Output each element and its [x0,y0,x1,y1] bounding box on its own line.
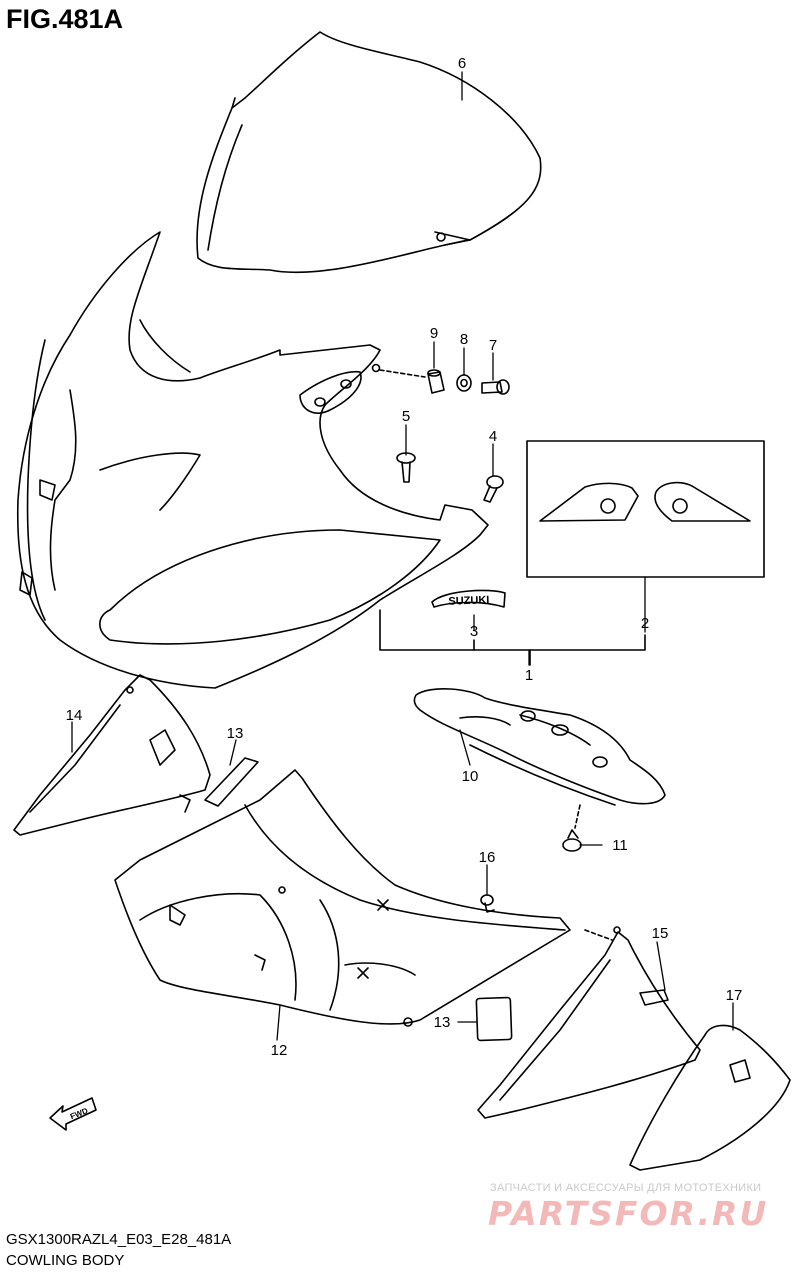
suzuki-emblem-text: SUZUKI [448,594,489,607]
callout-5: 5 [402,408,410,425]
grommet-part-9 [427,369,445,394]
callout-4: 4 [489,428,497,445]
emblem-kit-part-2 [526,440,765,578]
screw-part-5 [396,452,416,483]
callout-1: 1 [525,667,533,684]
model-code: GSX1300RAZL4_E03_E28_481A [6,1231,232,1248]
forward-direction-arrow [49,1097,97,1131]
callout-3: 3 [470,623,478,640]
screw-part-11 [562,829,582,852]
callout-14: 16 [479,849,496,866]
trim-pad-part-13-lower [475,996,513,1042]
screw-part-7 [481,379,510,395]
leader-lines [71,71,734,1041]
windscreen-part-6 [196,31,542,274]
watermark-logo: PARTSFOR.RU [488,1194,769,1233]
callout-7: 7 [489,337,497,354]
figure-title: FIG.481A [6,4,124,34]
group-bracket-stems [473,639,531,666]
callout-8: 8 [460,331,468,348]
left-inner-panel-part-15 [13,674,211,836]
upper-cowling-part-1 [16,231,489,689]
callout-15: 14 [66,707,83,724]
watermark-tagline: ЗАПЧАСТИ И АКСЕССУАРЫ ДЛЯ МОТОТЕХНИКИ [490,1182,762,1194]
side-cowling-part-12 [114,769,571,1027]
callout-11: 11 [612,837,628,854]
section-name: COWLING BODY [6,1252,125,1269]
callout-6: 6 [458,55,466,72]
washer-part-8 [456,374,472,392]
suzuki-emblem-part-3 [431,589,506,608]
callout-10: 10 [462,768,479,785]
callout-16: 15 [652,925,669,942]
screw-part-4 [483,475,504,503]
callout-12: 12 [271,1042,288,1059]
assembly-leader-9 [379,369,426,378]
end-panel-part-17 [629,1024,791,1171]
callout-2: 2 [641,615,649,632]
callout-13-lower: 13 [434,1014,451,1031]
callout-9: 9 [430,325,438,342]
callout-13-upper: 13 [227,725,244,742]
right-inner-panel-part-16 [477,926,701,1119]
callout-17: 17 [726,987,743,1004]
assembly-leader-11 [574,804,581,829]
inner-duct-part-10 [413,688,666,806]
trim-strip-part-13-upper [204,757,259,807]
group-bracket-1 [379,609,646,651]
